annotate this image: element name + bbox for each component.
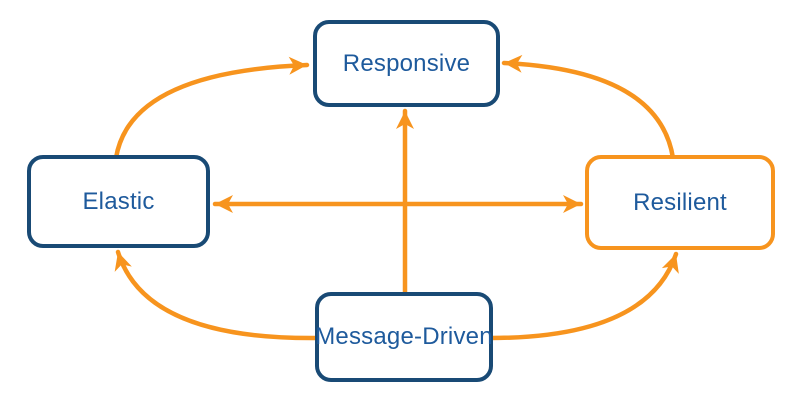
node-resilient: Resilient (585, 155, 775, 250)
node-responsive-label: Responsive (342, 49, 471, 77)
node-elastic: Elastic (27, 155, 210, 248)
node-elastic-label: Elastic (82, 187, 155, 215)
node-message-driven-label: Message-Driven (315, 323, 493, 350)
edge-resilient-to-responsive (501, 54, 676, 161)
node-resilient-label: Resilient (633, 188, 727, 216)
edge-elastic-to-responsive (113, 56, 310, 161)
node-message-driven: Message-Driven (315, 292, 493, 382)
edge-message-driven-to-resilient (487, 251, 679, 341)
edge-message-driven-to-elastic (114, 249, 321, 341)
node-responsive: Responsive (313, 20, 500, 107)
